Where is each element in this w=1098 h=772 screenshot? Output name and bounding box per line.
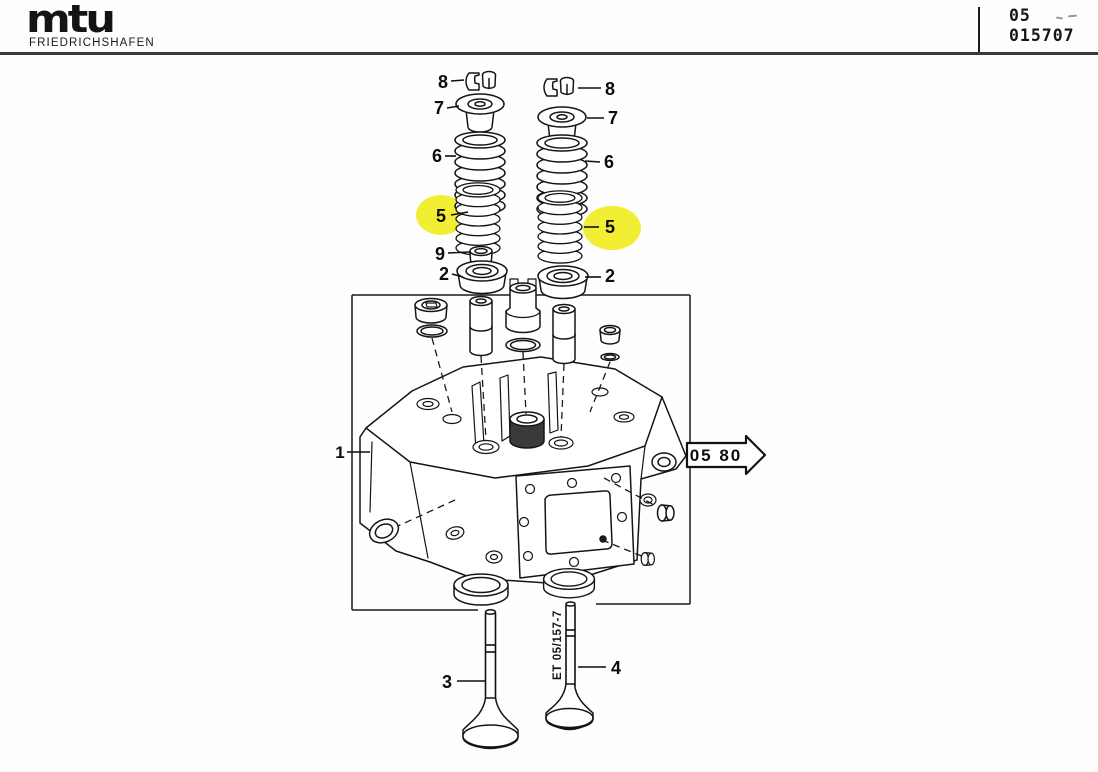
cup-plug-upper bbox=[656, 504, 675, 522]
valve-cotters-left bbox=[465, 70, 497, 91]
ref-arrow-box[interactable]: 05 80 bbox=[685, 434, 767, 476]
ref-arrow-label: 05 80 bbox=[690, 446, 743, 465]
spring-seat-right bbox=[537, 265, 589, 300]
highlight-5-left bbox=[416, 195, 466, 235]
callout-5-right-highlighted: 5 bbox=[605, 217, 615, 237]
valve-seat-ring-right bbox=[542, 567, 596, 599]
o-ring-left bbox=[416, 324, 448, 338]
inner-valve-spring-left bbox=[455, 182, 501, 256]
doc-number-page: 015707 bbox=[1009, 26, 1075, 45]
spring-retainer-left bbox=[455, 93, 505, 133]
callout-7-right: 7 bbox=[608, 108, 618, 128]
valve-left bbox=[462, 609, 519, 750]
callout-1: 1 bbox=[335, 443, 344, 462]
header-divider bbox=[978, 7, 980, 52]
cylinder-head-body bbox=[359, 356, 687, 585]
assembly-centerlines bbox=[397, 337, 657, 558]
valve-seat-ring-left bbox=[453, 573, 509, 606]
screw-plug-right bbox=[599, 324, 621, 345]
callout-2-left: 2 bbox=[439, 264, 449, 284]
valve-right bbox=[545, 601, 594, 731]
header-rule bbox=[0, 52, 1098, 55]
callout-7-left: 7 bbox=[434, 98, 444, 118]
valve-guide-left bbox=[469, 295, 493, 357]
callout-2-right: 2 bbox=[605, 266, 615, 286]
spring-seat-left bbox=[456, 260, 508, 295]
callout-leaders bbox=[347, 79, 606, 682]
mtu-logo-subtitle: FRIEDRICHSHAFEN bbox=[29, 37, 155, 49]
inner-valve-spring-right bbox=[537, 190, 583, 264]
callout-labels: 8 7 6 5 9 2 8 7 6 5 2 1 3 4 bbox=[335, 72, 621, 692]
drawing-note: ET 05/157-7 bbox=[552, 610, 564, 680]
highlight-5-right bbox=[583, 206, 641, 250]
o-ring-center bbox=[505, 337, 541, 353]
callout-6-left: 6 bbox=[432, 146, 442, 166]
valve-guide-right bbox=[552, 303, 576, 365]
callout-9: 9 bbox=[435, 244, 445, 264]
callout-5-left-highlighted: 5 bbox=[436, 206, 446, 226]
screw-plug-left bbox=[414, 297, 448, 324]
doc-number-group: 05 bbox=[1009, 6, 1031, 25]
mtu-logo: mtu bbox=[26, 0, 116, 42]
callout-8-right: 8 bbox=[605, 79, 615, 99]
doc-number: 05 015707 bbox=[1009, 6, 1075, 46]
callout-6-right: 6 bbox=[604, 152, 614, 172]
cup-plug-lower bbox=[640, 551, 656, 567]
callout-8-left: 8 bbox=[438, 72, 448, 92]
callout-3: 3 bbox=[442, 672, 452, 692]
valve-cotters-right bbox=[543, 76, 575, 97]
sealing-ring-right bbox=[600, 352, 620, 362]
callout-4: 4 bbox=[611, 658, 621, 678]
injector-sleeve bbox=[505, 278, 541, 334]
